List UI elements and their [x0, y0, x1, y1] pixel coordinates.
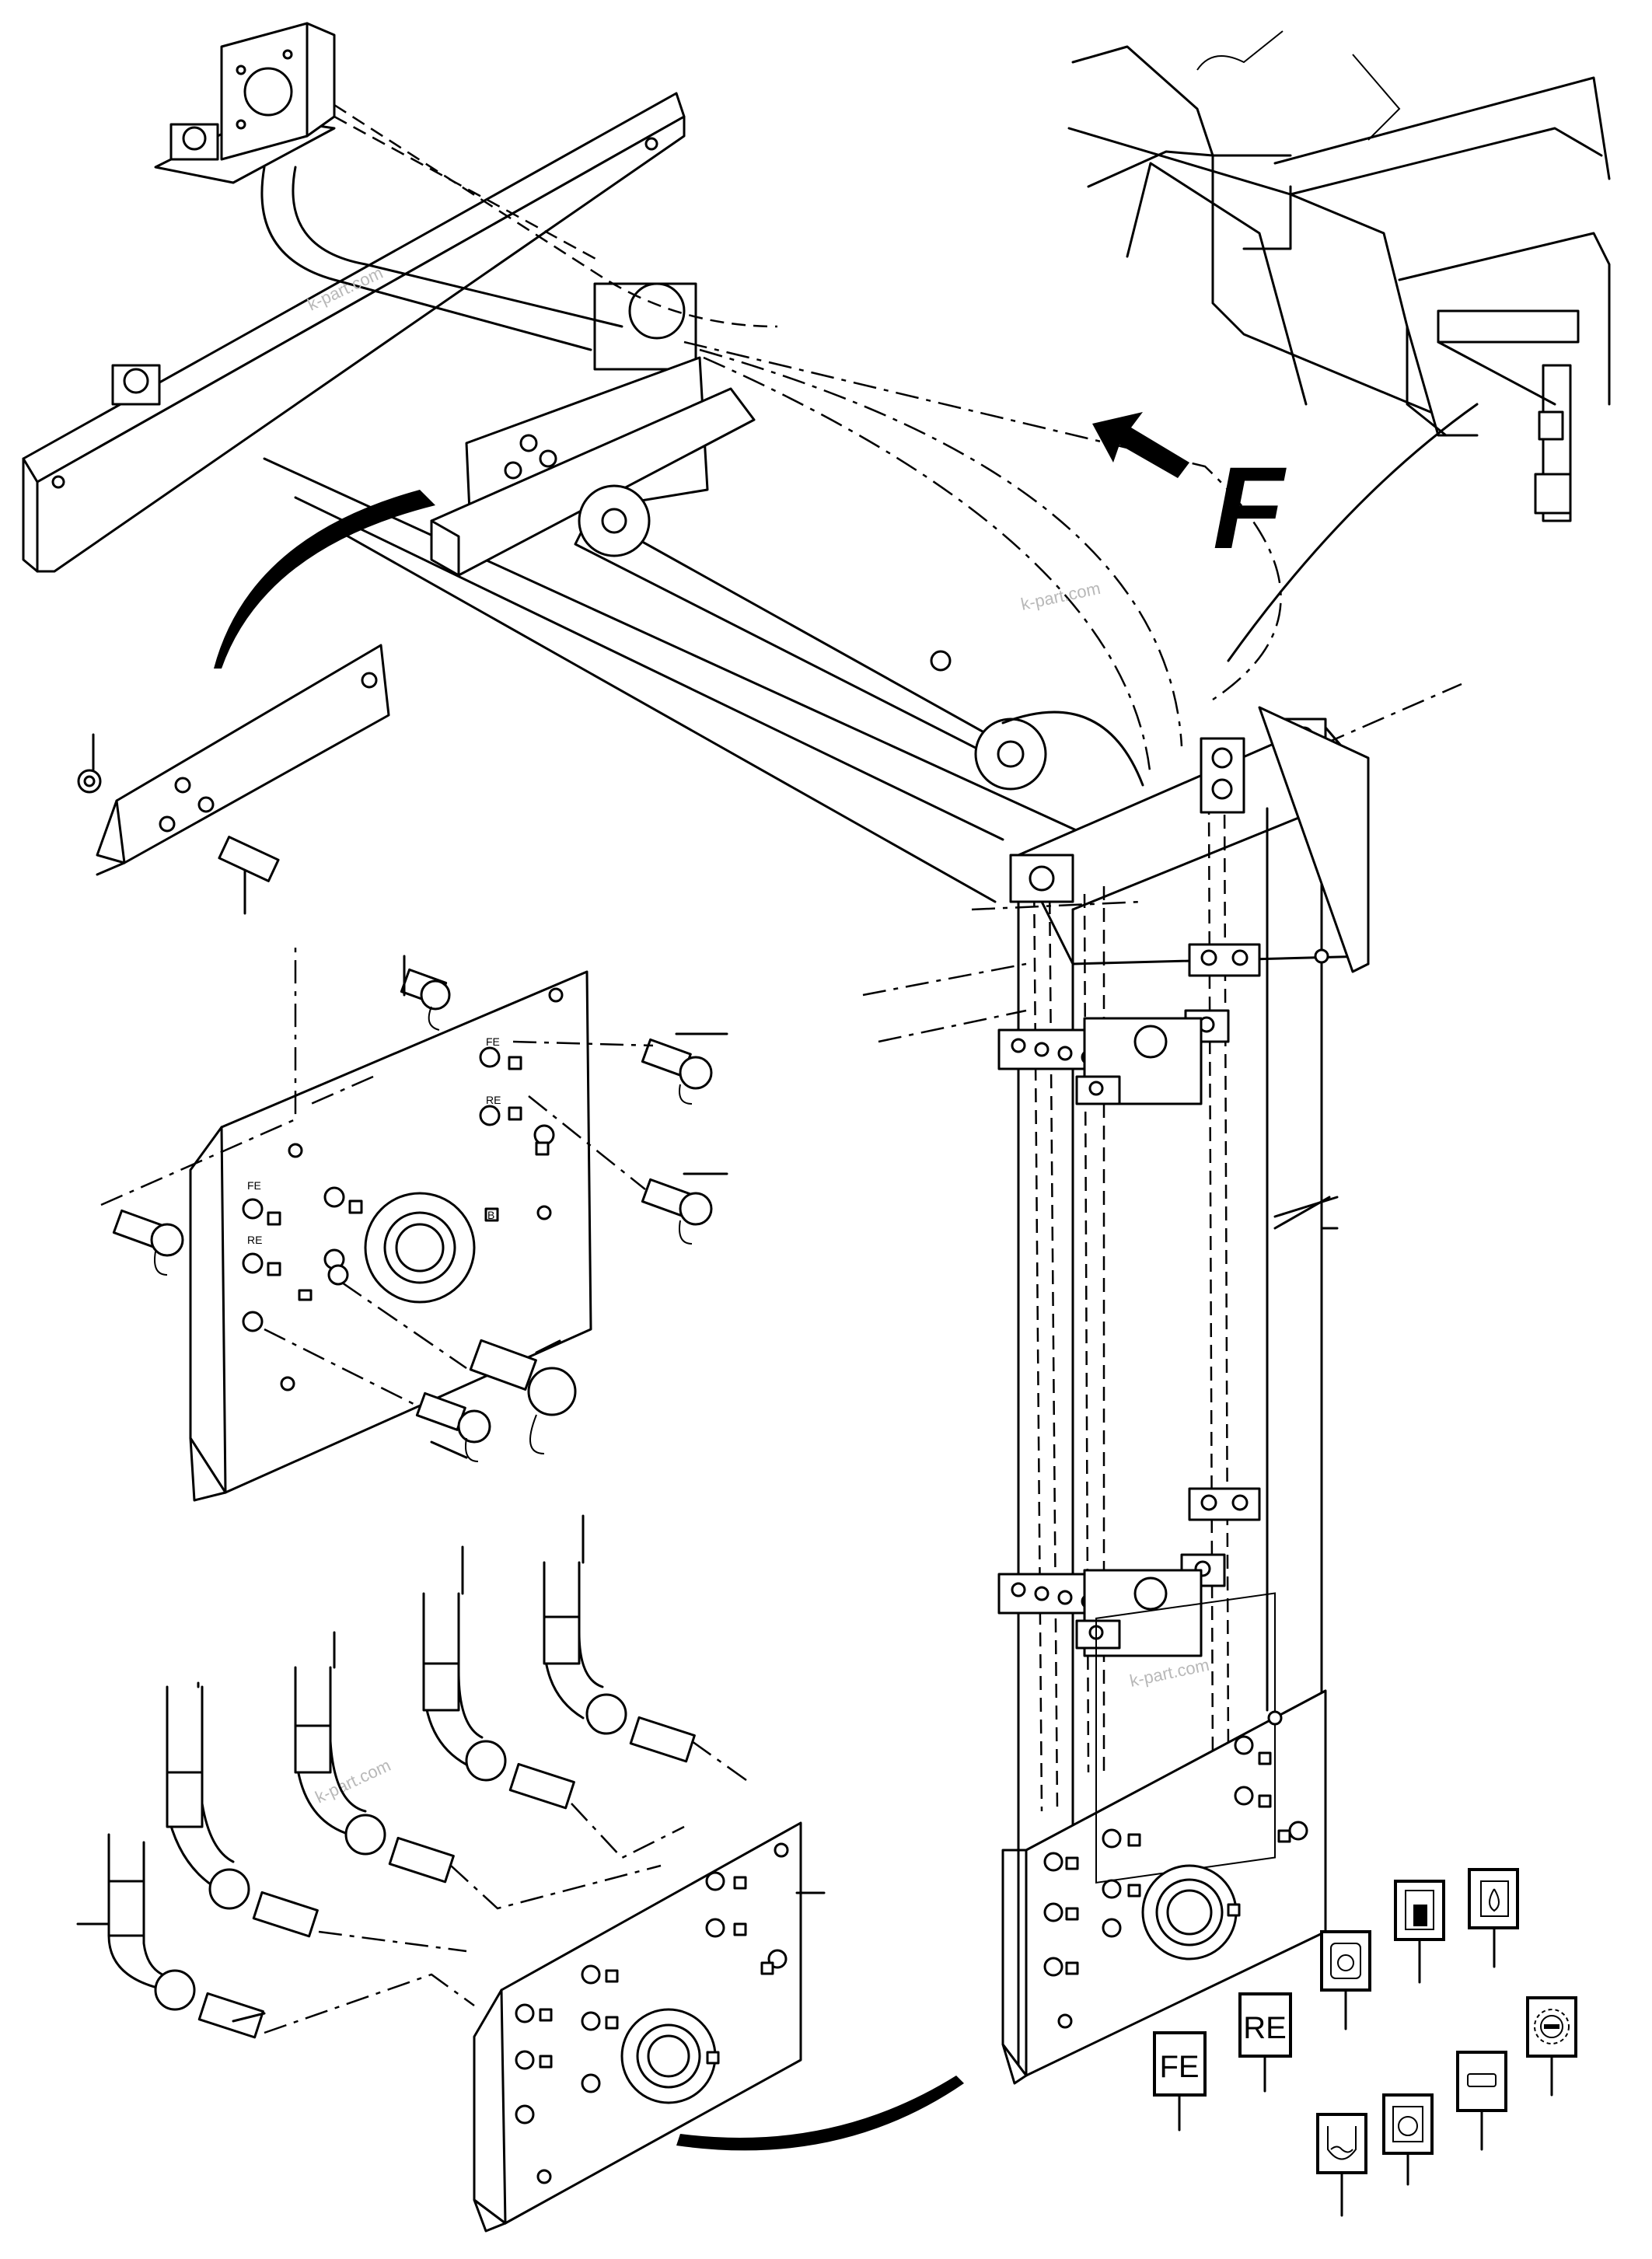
- bracket-plate: [77, 644, 390, 915]
- watermark-3: k-part.com: [1128, 1655, 1211, 1691]
- fuel-filter-symbol-icon: [1320, 1930, 1371, 2030]
- detail-leader-bottom: [676, 2076, 964, 2151]
- view-marker-letter: F: [1213, 442, 1287, 573]
- decal-fe-text: FE: [1159, 2050, 1199, 2084]
- watermark-2: k-part.com: [1019, 578, 1102, 614]
- coupling-panel-exploded: FE RE FE RE B: [100, 941, 728, 1502]
- detail-leader-top: [214, 490, 435, 669]
- hose-panel: [107, 1514, 802, 2233]
- oil-can-symbol-icon: [1382, 2093, 1434, 2186]
- panel-tag-b: B: [487, 1209, 494, 1221]
- coupling-panel-mounted: [1001, 1592, 1327, 2085]
- oil-drop-symbol-icon: [1468, 1868, 1519, 1968]
- panel-tag-re: RE: [247, 1234, 262, 1246]
- gear-symbol-icon: [1526, 1996, 1577, 2097]
- battery-symbol-icon: [1456, 2051, 1507, 2151]
- machine-view-detail: F: [1067, 30, 1611, 573]
- decal-re: RE: [1238, 1992, 1292, 2093]
- decal-re-text: RE: [1243, 2011, 1287, 2045]
- panel-tag-re-2: RE: [486, 1094, 501, 1106]
- coolant-symbol-icon: [1316, 2113, 1367, 2217]
- fuel-level-symbol-icon: [1394, 1880, 1445, 1984]
- upper-rail-assembly: [22, 22, 1370, 965]
- panel-tag-fe-2: FE: [486, 1035, 500, 1048]
- decal-fe: FE: [1153, 2031, 1207, 2132]
- panel-tag-fe: FE: [247, 1179, 261, 1192]
